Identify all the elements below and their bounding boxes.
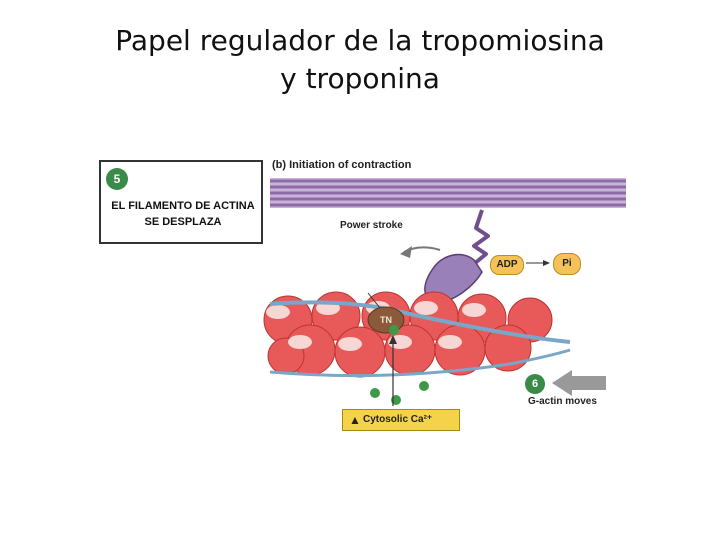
step-text-line-2: SE DESPLAZA	[144, 216, 222, 228]
step-text-line-1: EL FILAMENTO DE ACTINA	[111, 200, 255, 212]
tropomyosin-lower	[269, 348, 571, 378]
panel-label: (b) Initiation of contraction	[272, 159, 412, 171]
g-actin-label: G-actin moves	[528, 396, 597, 407]
power-stroke-label: Power stroke	[340, 220, 403, 231]
troponin-label: TN	[380, 315, 392, 325]
thick-filament	[270, 178, 626, 208]
tropomyosin	[269, 300, 571, 344]
cytosolic-calcium-label: Cytosolic Ca²⁺	[363, 414, 433, 425]
pi-chip: Pi	[553, 253, 581, 275]
step-5-badge: 5	[106, 168, 128, 190]
calcium-ion-bound	[389, 325, 399, 335]
step-6-badge: 6	[525, 374, 545, 394]
title-line-1: Papel regulador de la tropomiosina	[115, 24, 605, 57]
calcium-ion	[419, 381, 429, 391]
contraction-figure: (b) Initiation of contraction 5 EL FILAM…	[90, 150, 650, 445]
step-5-box: 5 EL FILAMENTO DE ACTINA SE DESPLAZA	[99, 160, 263, 244]
myosin-neck	[472, 209, 490, 266]
slide-title: Papel regulador de la tropomiosina y tro…	[0, 22, 720, 98]
adp-chip: ADP	[490, 255, 524, 275]
step-5-text: EL FILAMENTO DE ACTINA SE DESPLAZA	[105, 198, 261, 230]
cytosolic-calcium-box: ▲ Cytosolic Ca²⁺	[342, 409, 460, 431]
muscle-diagram	[263, 178, 626, 406]
title-line-2: y troponina	[280, 62, 440, 95]
calcium-ion	[370, 388, 380, 398]
up-arrow-icon: ▲	[349, 413, 361, 427]
